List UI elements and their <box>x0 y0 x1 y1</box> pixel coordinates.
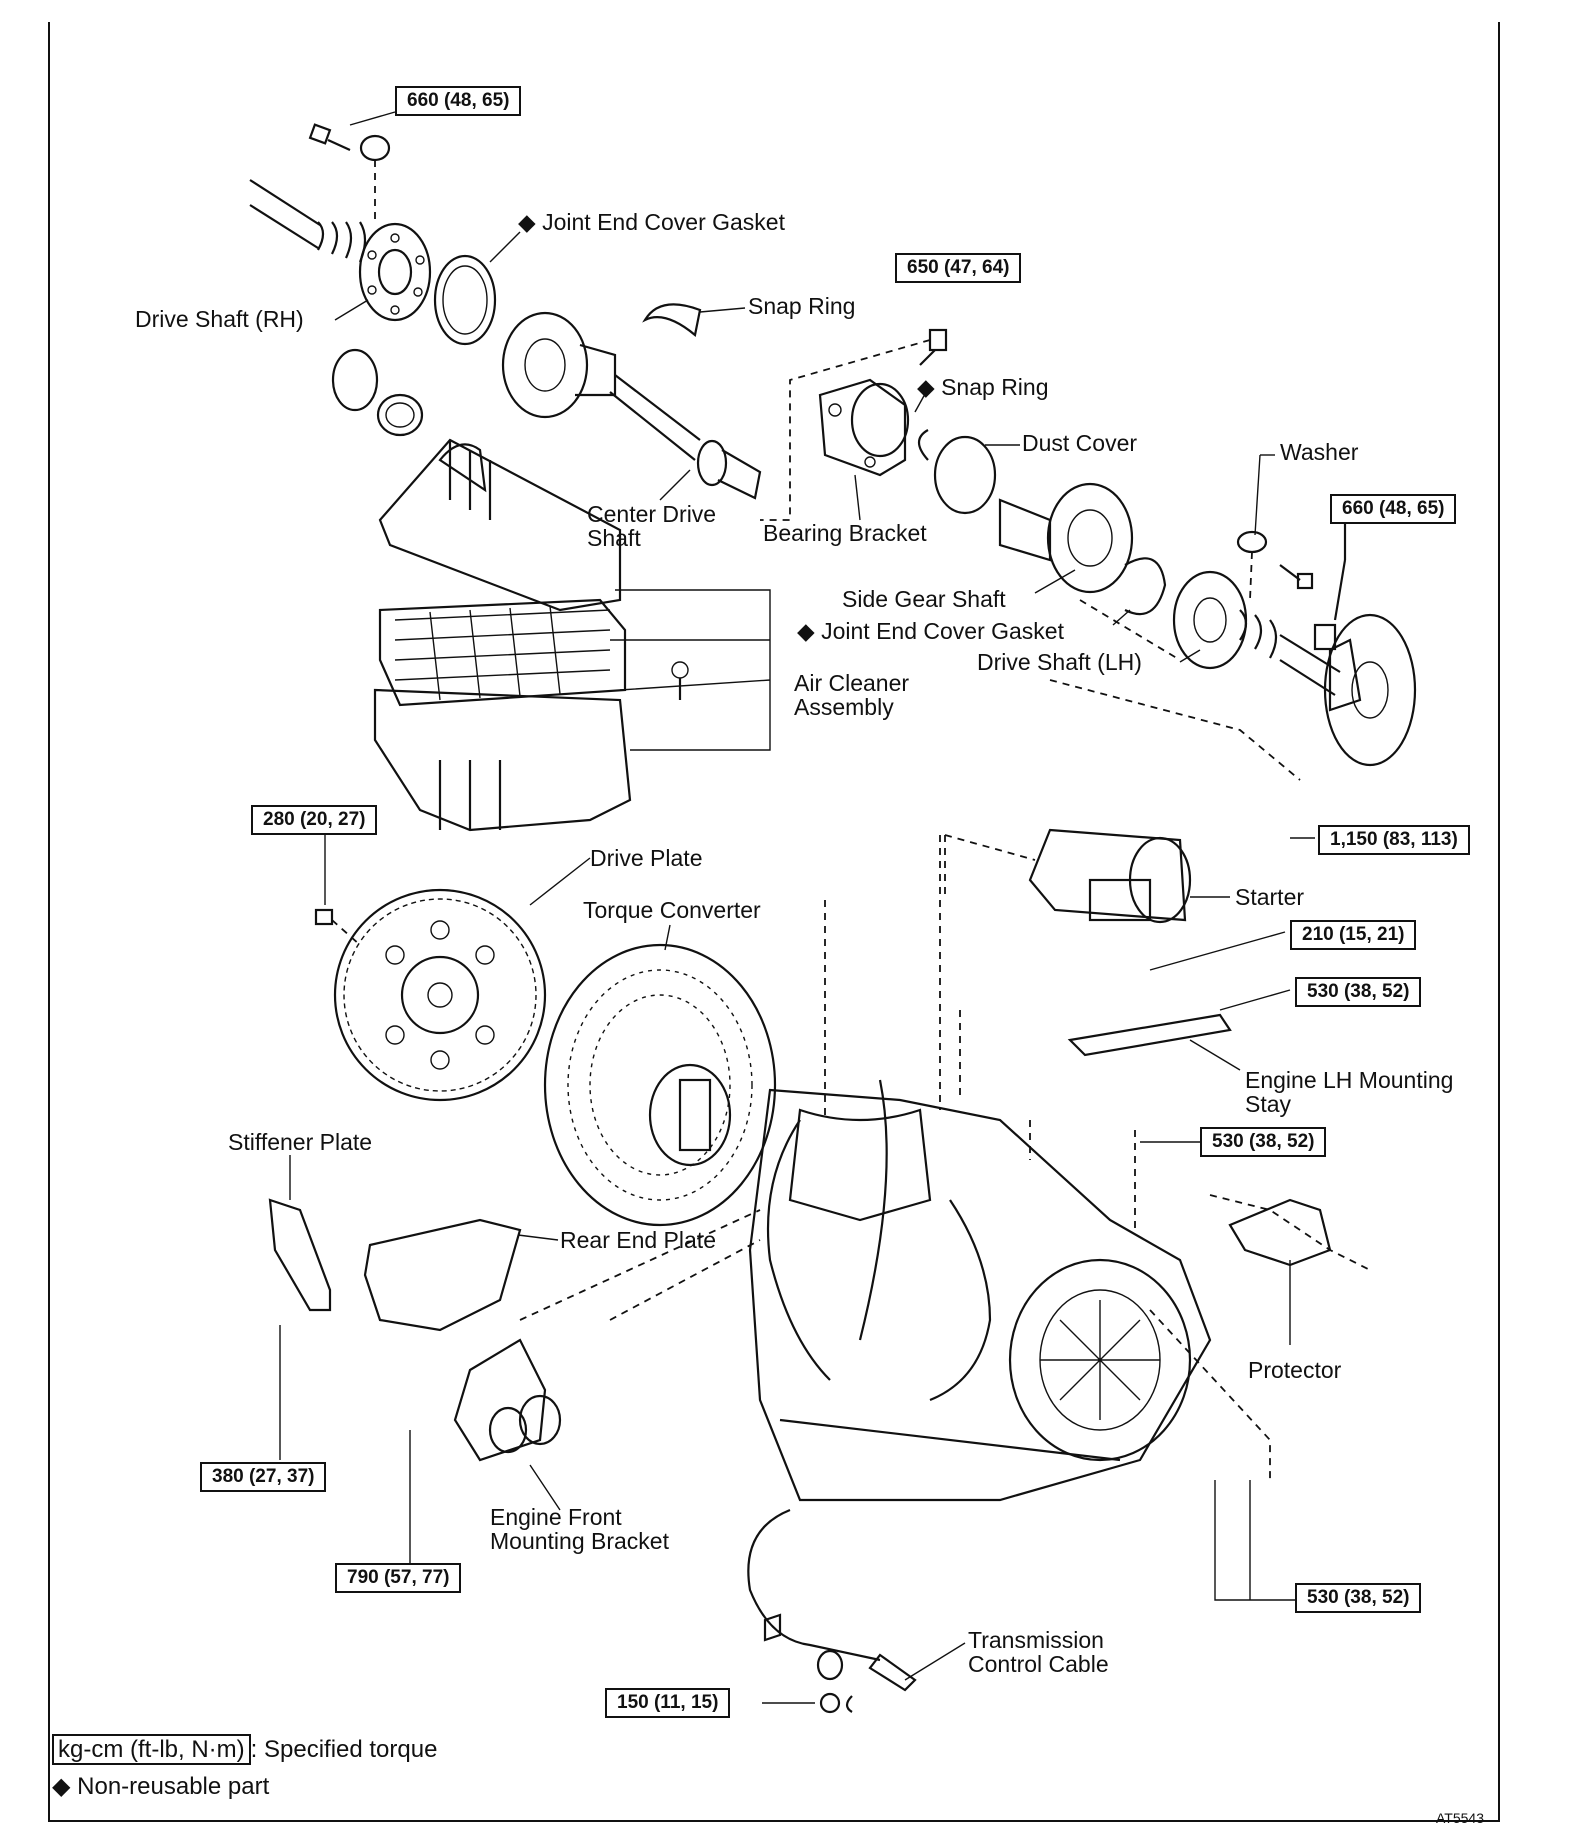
label-rear-end-plate: Rear End Plate <box>560 1227 716 1253</box>
assembly-dashed-lines <box>519 599 1371 1480</box>
label-snap-ring-mid: ◆ Snap Ring <box>917 374 1049 400</box>
bearing-bracket-drawing <box>760 328 948 521</box>
leader-lines <box>279 111 1315 1704</box>
snap-ring-mid-drawing <box>917 429 929 461</box>
torque-box-stay-bolt: 530 (38, 52) <box>1200 1127 1327 1157</box>
legend-unit-box: kg-cm (ft-lb, N·m) <box>52 1734 251 1765</box>
non-reusable-marker: ◆ <box>797 618 815 644</box>
washer-bolt-drawing <box>1236 530 1314 601</box>
label-drive-plate: Drive Plate <box>590 845 703 871</box>
torque-box-stiffener-bolt: 380 (27, 37) <box>200 1462 327 1492</box>
engine-lh-mounting-stay-drawing <box>1067 1013 1232 1057</box>
figure-id: AT5543 <box>1436 1810 1484 1826</box>
transmission-control-cable-drawing <box>747 1508 917 1714</box>
legend-diamond: ◆ <box>52 1773 71 1800</box>
legend-diamond-text: Non-reusable part <box>77 1773 270 1800</box>
center-drive-shaft-drawing <box>501 311 762 500</box>
label-engine-front-mounting-bracket: Engine Front Mounting Bracket <box>490 1504 669 1554</box>
torque-box-knuckle-bolt: 1,150 (83, 113) <box>1318 825 1470 855</box>
label-joint-end-cover-gasket-lower: ◆ Joint End Cover Gasket <box>797 618 1064 644</box>
o-rings-drawing <box>331 348 424 437</box>
drive-shaft-lh-drawing <box>1172 510 1417 767</box>
non-reusable-marker: ◆ <box>518 209 536 235</box>
torque-converter-drawing <box>543 943 777 1227</box>
label-stiffener-plate: Stiffener Plate <box>228 1129 373 1155</box>
torque-box-stay-nut: 530 (38, 52) <box>1295 977 1422 1007</box>
label-washer: Washer <box>1280 439 1359 465</box>
legend-specified-torque: kg-cm (ft-lb, N·m): Specified torque <box>52 1734 438 1765</box>
stiffener-plate-drawing <box>268 1198 332 1312</box>
bolt-top-drawing <box>308 123 391 220</box>
drive-shaft-rh-drawing <box>249 179 432 322</box>
label-drive-shaft-lh: Drive Shaft (LH) <box>977 649 1142 675</box>
non-reusable-marker: ◆ <box>917 374 935 400</box>
diagram-frame <box>48 22 1500 1822</box>
snap-ring-top-drawing <box>642 303 702 338</box>
label-snap-ring-top: Snap Ring <box>748 293 856 319</box>
label-engine-lh-mounting-stay: Engine LH Mounting Stay <box>1245 1067 1454 1117</box>
label-transmission-control-cable: Transmission Control Cable <box>968 1627 1109 1677</box>
label-drive-shaft-rh: Drive Shaft (RH) <box>135 306 304 332</box>
legend-non-reusable: ◆ Non-reusable part <box>52 1772 269 1802</box>
torque-box-front-bracket-bolt: 790 (57, 77) <box>335 1563 462 1593</box>
torque-box-drive-shaft-rh-bolt: 660 (48, 65) <box>395 86 522 116</box>
torque-box-bearing-bracket-bolt: 650 (47, 64) <box>895 253 1022 283</box>
label-joint-end-cover-gasket-top: ◆ Joint End Cover Gasket <box>518 209 785 235</box>
label-protector: Protector <box>1248 1357 1342 1383</box>
starter-drawing <box>944 828 1192 924</box>
side-gear-shaft-drawing <box>998 482 1167 616</box>
legend-unit-text: : Specified torque <box>250 1736 438 1763</box>
label-bearing-bracket: Bearing Bracket <box>763 520 927 546</box>
torque-box-drive-plate-bolt: 280 (20, 27) <box>251 805 378 835</box>
rear-end-plate-drawing <box>363 1218 522 1332</box>
label-air-cleaner-assembly: Air Cleaner Assembly <box>794 670 910 720</box>
joint-end-cover-gasket-top-drawing <box>433 254 497 346</box>
label-side-gear-shaft: Side Gear Shaft <box>842 586 1006 612</box>
dust-cover-drawing <box>933 435 997 515</box>
label-torque-converter: Torque Converter <box>583 897 761 923</box>
torque-box-drive-shaft-lh-bolt: 660 (48, 65) <box>1330 494 1457 524</box>
torque-box-transaxle-bolts: 530 (38, 52) <box>1295 1583 1422 1613</box>
label-dust-cover: Dust Cover <box>1022 430 1138 456</box>
label-center-drive-shaft: Center Drive Shaft <box>587 501 717 551</box>
protector-drawing <box>1228 1198 1332 1267</box>
drive-plate-drawing <box>314 888 547 1102</box>
torque-box-starter-nut: 210 (15, 21) <box>1290 920 1417 950</box>
transaxle-drawing <box>748 1079 1212 1502</box>
engine-front-mounting-bracket-drawing <box>453 1338 562 1462</box>
torque-box-cable-nut: 150 (11, 15) <box>605 1688 731 1718</box>
air-cleaner-drawing <box>373 438 689 832</box>
label-starter: Starter <box>1235 884 1305 910</box>
